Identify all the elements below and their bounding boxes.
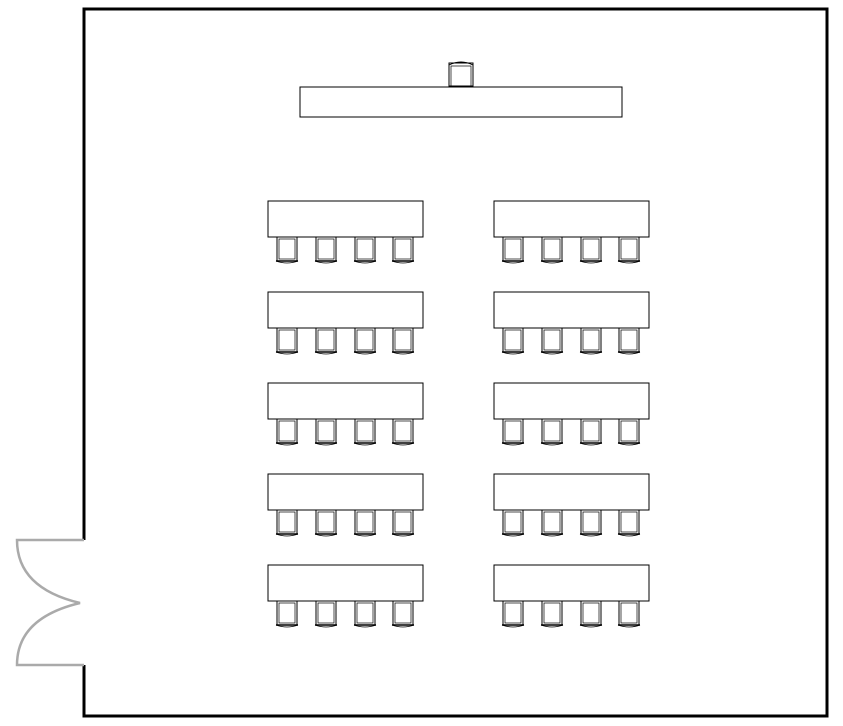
student-table bbox=[493, 564, 650, 602]
student-table-group bbox=[493, 382, 650, 446]
chair bbox=[617, 509, 641, 537]
chair bbox=[353, 418, 377, 446]
chair bbox=[391, 600, 415, 628]
chair bbox=[540, 509, 564, 537]
student-seating-area bbox=[267, 200, 650, 628]
instructor-station bbox=[299, 61, 623, 118]
chair bbox=[617, 600, 641, 628]
chair bbox=[617, 236, 641, 264]
chair bbox=[275, 236, 299, 264]
chair bbox=[540, 327, 564, 355]
student-table-group bbox=[267, 200, 424, 264]
student-table bbox=[493, 473, 650, 511]
chair bbox=[617, 418, 641, 446]
chair bbox=[353, 327, 377, 355]
chair bbox=[391, 236, 415, 264]
chair bbox=[314, 600, 338, 628]
student-table-group bbox=[493, 291, 650, 355]
student-table bbox=[267, 382, 424, 420]
chair bbox=[501, 418, 525, 446]
chair bbox=[353, 236, 377, 264]
chair bbox=[314, 236, 338, 264]
student-table-group bbox=[493, 564, 650, 628]
chair bbox=[501, 509, 525, 537]
student-table bbox=[493, 200, 650, 238]
chair bbox=[579, 418, 603, 446]
chair bbox=[579, 600, 603, 628]
instructor-table bbox=[299, 86, 623, 118]
student-table-group bbox=[267, 564, 424, 628]
student-table-group bbox=[493, 473, 650, 537]
chair bbox=[540, 236, 564, 264]
chair bbox=[314, 509, 338, 537]
student-table bbox=[267, 200, 424, 238]
chair bbox=[540, 418, 564, 446]
chair bbox=[275, 509, 299, 537]
chair bbox=[353, 600, 377, 628]
chair bbox=[501, 600, 525, 628]
chair bbox=[501, 236, 525, 264]
chair bbox=[275, 600, 299, 628]
chair bbox=[579, 327, 603, 355]
student-table bbox=[493, 382, 650, 420]
student-table-group bbox=[267, 382, 424, 446]
chair bbox=[501, 327, 525, 355]
chair bbox=[579, 509, 603, 537]
chair bbox=[353, 509, 377, 537]
room-walls bbox=[82, 7, 829, 718]
student-table-group bbox=[267, 291, 424, 355]
room-wall bbox=[82, 7, 829, 718]
chair bbox=[579, 236, 603, 264]
chair bbox=[391, 327, 415, 355]
chair bbox=[540, 600, 564, 628]
student-table bbox=[493, 291, 650, 329]
chair bbox=[275, 418, 299, 446]
chair bbox=[314, 418, 338, 446]
double-swing-door bbox=[15, 538, 84, 667]
instructor-chair bbox=[448, 61, 474, 87]
door-swing bbox=[15, 538, 84, 667]
chair bbox=[391, 418, 415, 446]
chair bbox=[314, 327, 338, 355]
student-table-group bbox=[267, 473, 424, 537]
student-table bbox=[267, 473, 424, 511]
student-table-group bbox=[493, 200, 650, 264]
student-table bbox=[267, 564, 424, 602]
student-table bbox=[267, 291, 424, 329]
chair bbox=[617, 327, 641, 355]
chair bbox=[275, 327, 299, 355]
chair bbox=[391, 509, 415, 537]
